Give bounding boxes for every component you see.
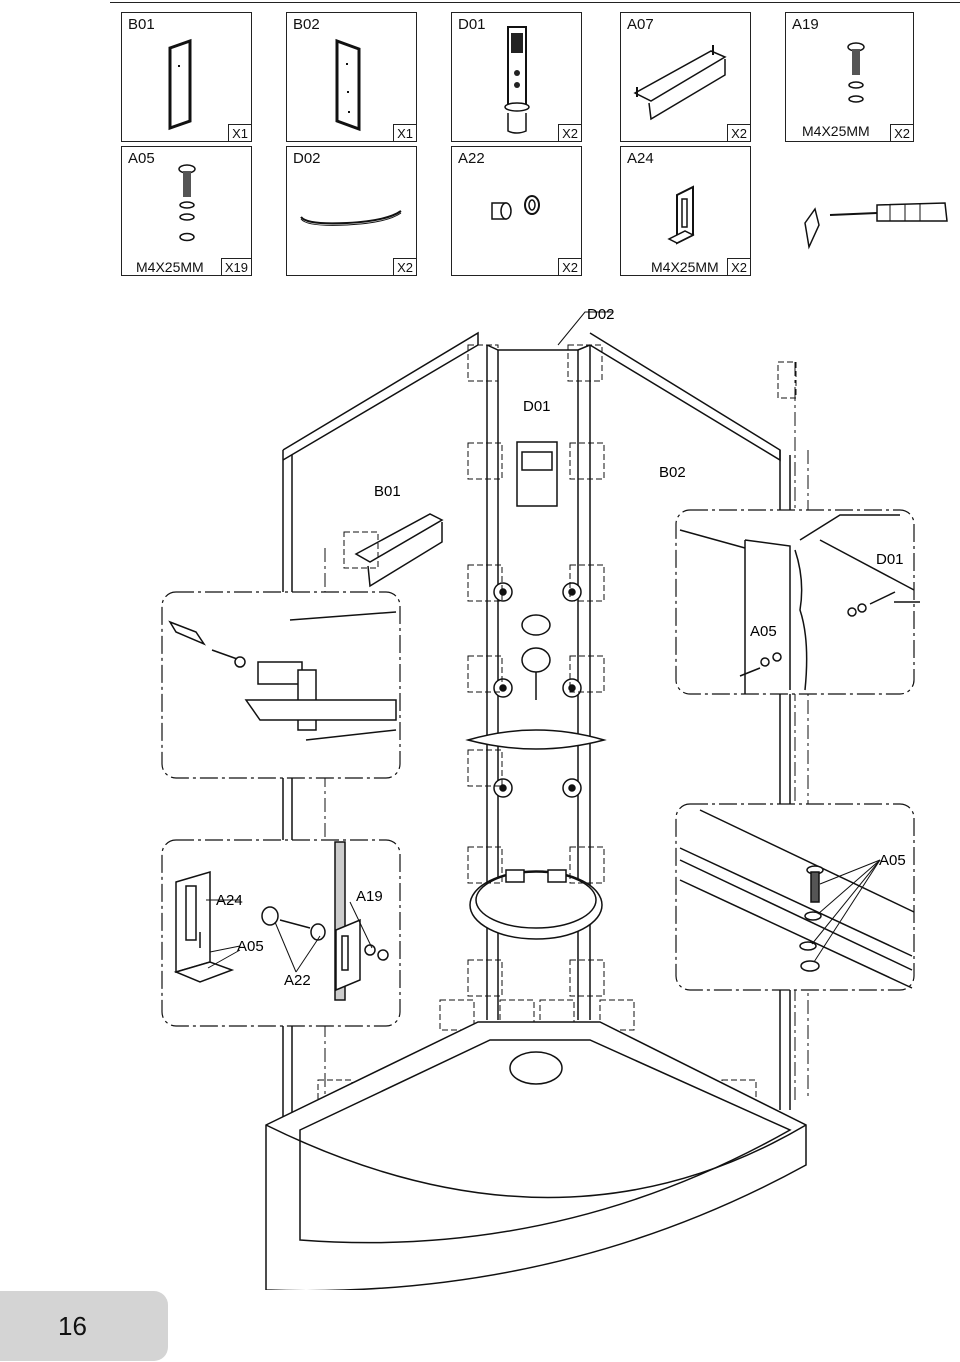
screw-a19-icon: [847, 42, 865, 103]
detail-panel-join: [675, 509, 915, 695]
shelf-d02-icon: [300, 210, 402, 226]
part-code: A19: [792, 16, 819, 33]
detail-towel-rail-art: [168, 611, 397, 741]
part-code: A22: [458, 150, 485, 167]
part-qty: X2: [558, 124, 582, 142]
callout-a24: A24: [216, 892, 243, 909]
detail-towel-rail: [161, 591, 401, 779]
detail-base-art: [679, 809, 915, 989]
part-code: A24: [627, 150, 654, 167]
part-code: D02: [293, 150, 321, 167]
callout-a19: A19: [356, 888, 383, 905]
callout-a05-base: A05: [879, 852, 906, 869]
detail-base: [675, 803, 915, 991]
part-size: M4X25MM: [136, 259, 204, 275]
part-code: A07: [627, 16, 654, 33]
panel-b02-icon: [335, 38, 361, 132]
screwdriver-icon: [804, 202, 948, 250]
bracket-a24-icon: [667, 185, 695, 245]
part-cell-b01: B01 X1: [121, 12, 252, 142]
part-size: M4X25MM: [802, 123, 870, 139]
mixer-knobs: [521, 614, 551, 700]
callout-d02: D02: [587, 306, 615, 323]
callout-a22: A22: [284, 972, 311, 989]
part-qty: X2: [890, 124, 914, 142]
part-qty: X2: [727, 258, 751, 276]
part-cell-b02: B02 X1: [286, 12, 417, 142]
fold-seat: [469, 869, 603, 940]
part-qty: X2: [558, 258, 582, 276]
callout-a05-detail: A05: [750, 623, 777, 640]
part-cell-a24: A24 M4X25MM X2: [620, 146, 751, 276]
part-code: A05: [128, 150, 155, 167]
detail-bracket-art: [173, 841, 389, 1001]
callout-b01: B01: [374, 483, 401, 500]
part-cell-a05: A05 M4X25MM X19: [121, 146, 252, 276]
part-qty: X2: [727, 124, 751, 142]
caps-a22-icon: [491, 195, 540, 220]
detail-panel-join-art: [679, 514, 920, 694]
towel-rail-icon: [633, 45, 727, 121]
part-code: B02: [293, 16, 320, 33]
screw-a05-icon: [178, 164, 196, 242]
corner-shelf: [465, 729, 607, 750]
part-size: M4X25MM: [651, 259, 719, 275]
top-rule: [110, 2, 960, 3]
towel-rail: [354, 513, 444, 588]
shower-column-icon: [504, 26, 530, 134]
right-panel: [589, 332, 791, 1110]
part-qty: X19: [220, 258, 252, 276]
part-qty: X2: [393, 258, 417, 276]
bracket-leaders: [206, 899, 373, 973]
part-cell-d02: D02 X2: [286, 146, 417, 276]
callout-d01-detail: D01: [876, 551, 904, 568]
part-code: D01: [458, 16, 486, 33]
assembly-diagram: D02 D01 B01 B02 D01 A05: [161, 306, 920, 1290]
callout-a05-bracket: A05: [237, 938, 264, 955]
part-cell-a19: A19 M4X25MM X2: [785, 12, 914, 142]
part-cell-d01: D01 X2: [451, 12, 582, 142]
page-number: 16: [58, 1311, 87, 1341]
part-qty: X1: [228, 124, 252, 142]
shower-tray: [265, 1021, 807, 1290]
part-cell-a22: A22 X2: [451, 146, 582, 276]
base-leaders: [811, 859, 881, 963]
part-code: B01: [128, 16, 155, 33]
d02-leader: [557, 311, 612, 346]
page-number-tab: 16: [0, 1291, 168, 1361]
part-qty: X1: [393, 124, 417, 142]
panel-b01-icon: [168, 38, 192, 131]
callout-b02: B02: [659, 464, 686, 481]
callout-d01: D01: [523, 398, 551, 415]
part-cell-a07: A07 X2: [620, 12, 751, 142]
